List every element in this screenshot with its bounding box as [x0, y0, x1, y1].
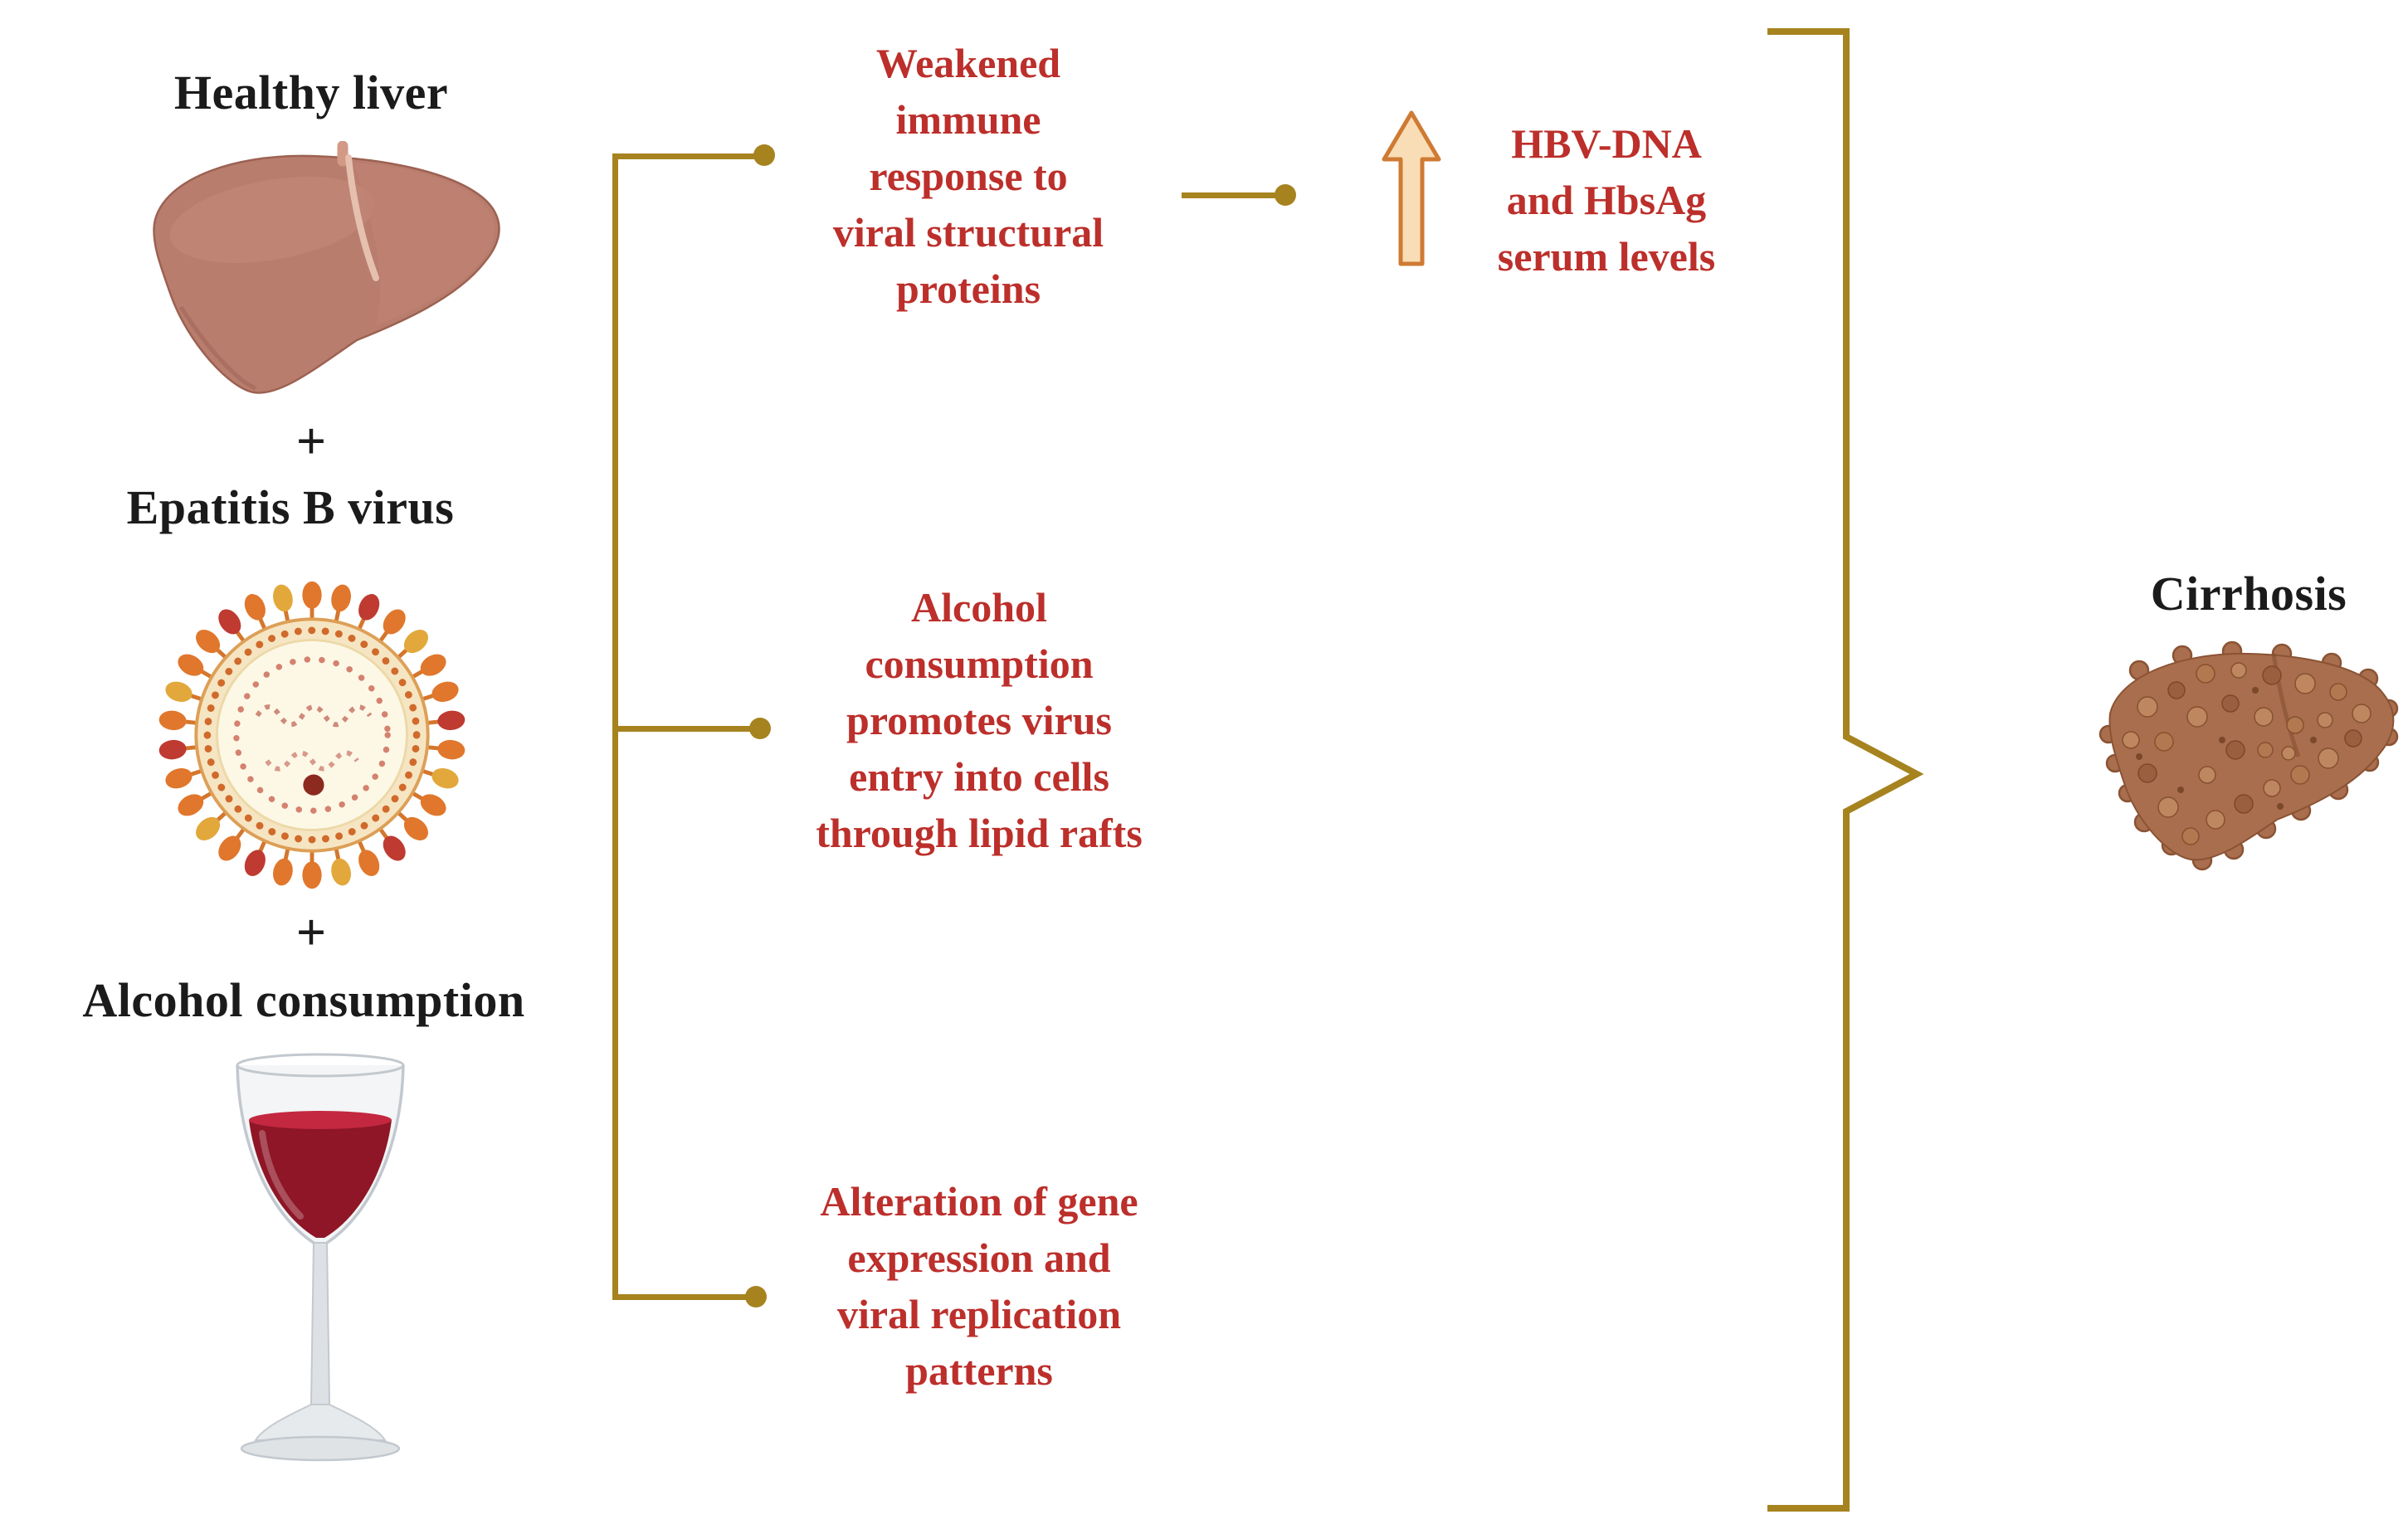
- serum-connector-dot: [1275, 184, 1296, 206]
- cirrhotic-liver-illustration: [2098, 640, 2399, 871]
- mechanism-immune-response: Weakened immune response to viral struct…: [832, 40, 1104, 312]
- serum-levels-note: HBV-DNA and HbsAg serum levels: [1497, 120, 1716, 280]
- serum-connector-line: [1182, 192, 1280, 198]
- branch-dot-top: [753, 144, 775, 166]
- mechanism-gene-expression: Alteration of gene expression and viral …: [820, 1178, 1138, 1394]
- branch-dot-middle: [749, 718, 771, 739]
- hbv-virus-illustration: [151, 574, 473, 896]
- hbv-label: Epatitis B virus: [126, 480, 455, 534]
- healthy-liver-illustration: [153, 141, 500, 394]
- branch-dot-bottom: [745, 1286, 767, 1307]
- branch-line-bottom: [612, 1294, 755, 1300]
- cirrhosis-label: Cirrhosis: [2150, 567, 2347, 621]
- healthy-liver-label: Healthy liver: [173, 66, 449, 119]
- plus-sign-bottom: +: [295, 903, 327, 962]
- increase-arrow-icon: [1382, 110, 1441, 266]
- alcohol-label: Alcohol consumption: [82, 973, 525, 1027]
- outcome-brace: [1767, 28, 1924, 1512]
- plus-sign-top: +: [295, 411, 327, 470]
- mechanism-virus-entry: Alcohol consumption promotes virus entry…: [816, 584, 1143, 856]
- branch-line-top: [612, 153, 762, 159]
- branch-line-middle: [612, 726, 758, 732]
- wine-glass-illustration: [236, 1053, 405, 1462]
